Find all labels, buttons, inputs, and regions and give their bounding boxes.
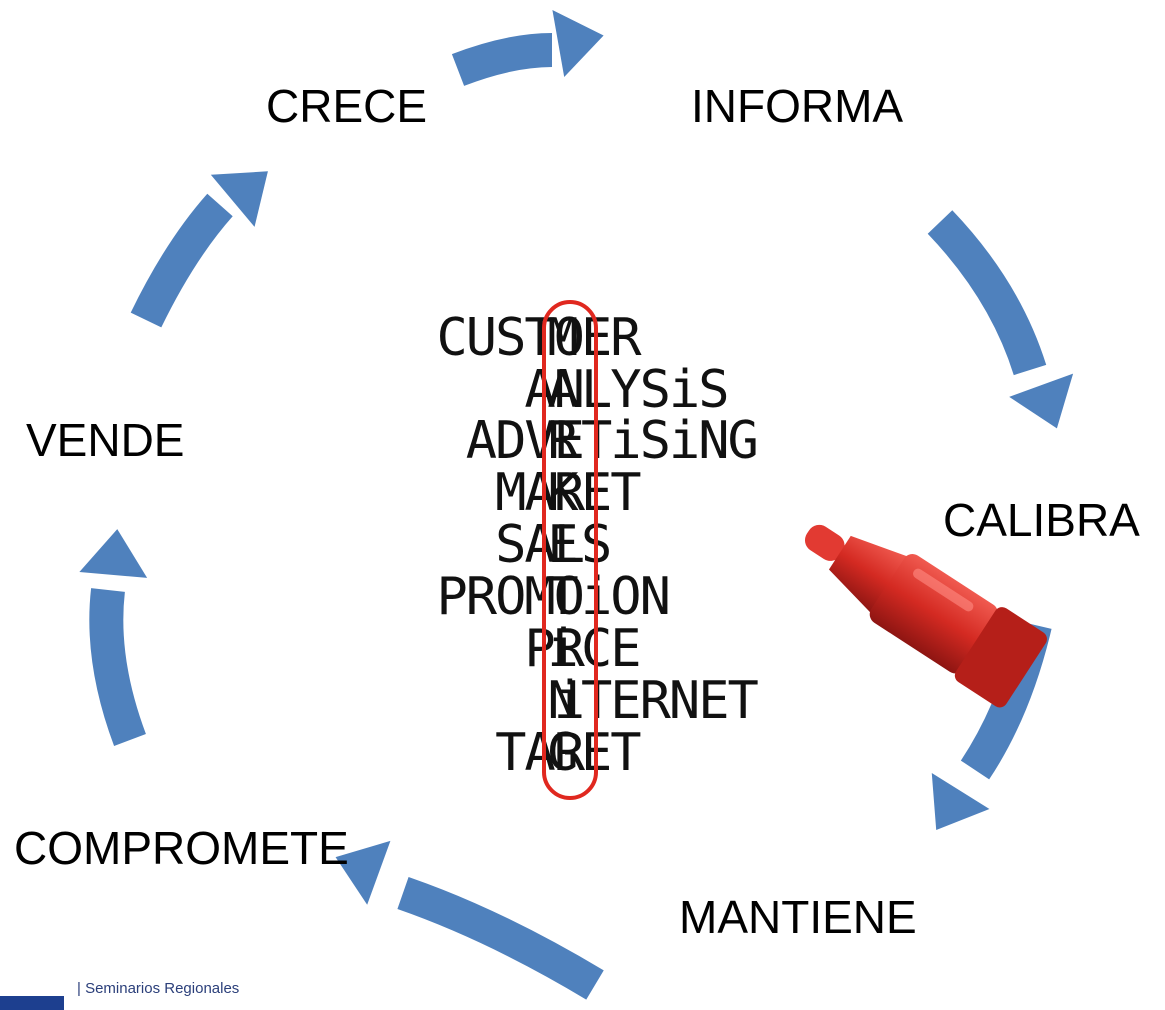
cycle-arrows xyxy=(79,9,1074,1000)
word-key: N xyxy=(547,671,578,731)
cycle-arrow-shaft xyxy=(397,876,604,1000)
word-pre: PROMO xyxy=(436,567,585,627)
stage-label-crece: CRECE xyxy=(266,80,428,132)
word-key: K xyxy=(547,463,578,523)
cycle-arrow-head-icon xyxy=(210,171,268,227)
footer-logo-bar xyxy=(0,996,64,1010)
word-post: ET xyxy=(581,723,642,783)
word-key: R xyxy=(547,411,578,471)
stage-label-compromete: COMPROMETE xyxy=(14,822,349,874)
word-post: ET xyxy=(581,463,642,523)
cycle-arrow-shaft xyxy=(130,193,233,328)
stage-label-informa: INFORMA xyxy=(691,80,904,132)
stage-label-vende: VENDE xyxy=(26,414,185,466)
footer-text: | Seminarios Regionales xyxy=(77,980,240,997)
word-key: T xyxy=(547,567,578,627)
word-post: CE xyxy=(581,619,642,679)
word-pre: MAR xyxy=(495,463,585,523)
word-pre: PR xyxy=(524,619,585,679)
word-pre: AN xyxy=(524,360,585,420)
footer: | Seminarios Regionales xyxy=(0,980,400,1010)
word-post: TERNET xyxy=(581,671,759,731)
cycle-arrow-head-icon xyxy=(79,529,148,578)
marketing-highlight-oval xyxy=(542,300,598,800)
word-key: i xyxy=(547,619,578,679)
word-pre: TAR xyxy=(495,723,585,783)
red-marker-icon xyxy=(804,524,1047,708)
word-key: G xyxy=(547,723,578,783)
cycle-arrow-head-icon xyxy=(1009,373,1074,429)
word-post: TiSiNG xyxy=(581,411,759,471)
cycle-arrow-shaft xyxy=(451,33,553,86)
word-pre: SAL xyxy=(495,515,585,575)
cycle-arrow-head-icon xyxy=(931,773,990,831)
stage-label-mantiene: MANTIENE xyxy=(679,891,917,943)
cycle-arrow-head-icon xyxy=(335,840,391,905)
word-post: LYSiS xyxy=(581,360,730,420)
word-pre: i xyxy=(553,671,585,731)
cycle-arrow-head-icon xyxy=(552,9,604,77)
cycle-arrow-shaft xyxy=(89,588,146,746)
word-key: A xyxy=(547,360,578,420)
stage-label-calibra: CALIBRA xyxy=(943,494,1140,546)
cycle-arrow-shaft xyxy=(927,210,1047,376)
word-key: E xyxy=(547,515,578,575)
word-pre: ADVE xyxy=(465,411,585,471)
